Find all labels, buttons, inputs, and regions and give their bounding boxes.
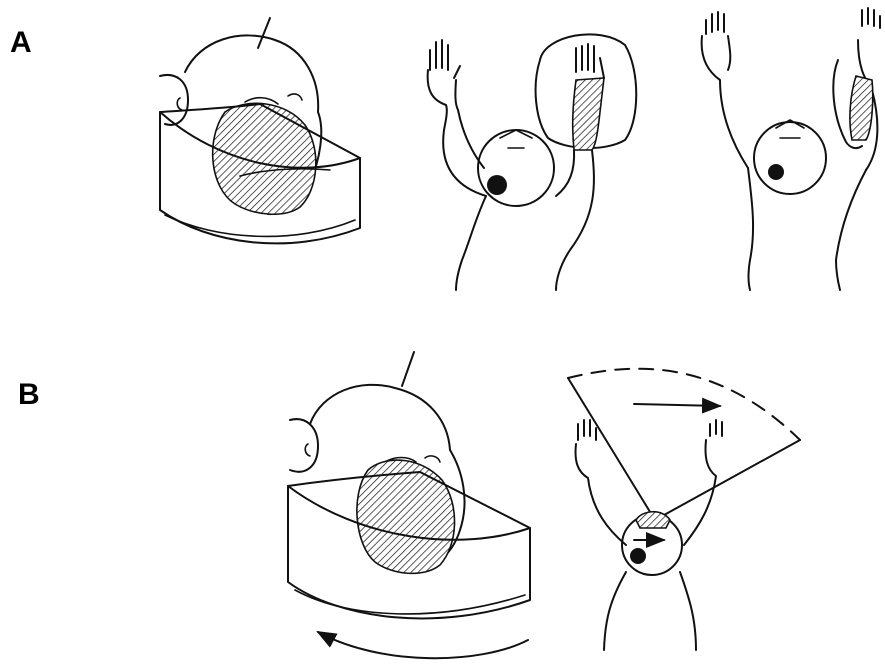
monkey-head-illustration-a <box>160 18 360 243</box>
body-figure-a-middle <box>428 34 637 290</box>
monkey-head-illustration-b <box>288 352 530 658</box>
head-dot-marker <box>487 175 507 195</box>
body-figure-a-right <box>702 8 880 290</box>
body-figure-b <box>568 369 800 650</box>
head-dot-marker <box>630 548 646 564</box>
head-dot-marker <box>768 164 784 180</box>
